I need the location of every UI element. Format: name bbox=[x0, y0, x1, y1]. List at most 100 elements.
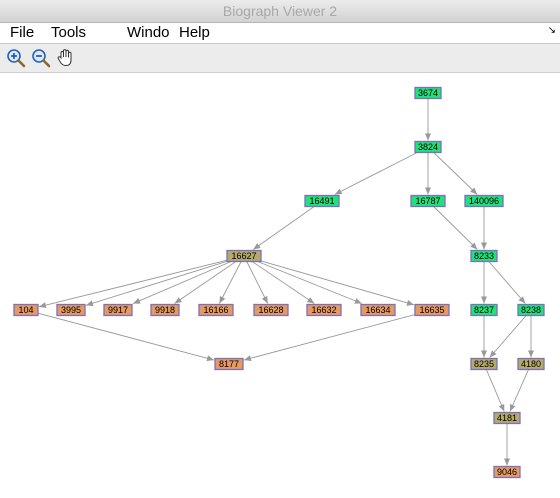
node-8233[interactable]: 8233 bbox=[470, 249, 498, 263]
edge-8235-4181 bbox=[485, 369, 505, 412]
node-16166[interactable]: 16166 bbox=[198, 303, 234, 317]
node-label: 16491 bbox=[309, 196, 334, 206]
node-label: 9917 bbox=[108, 305, 128, 315]
edge-16627-3995 bbox=[85, 260, 228, 307]
edge-8238-8235 bbox=[489, 315, 527, 358]
edge-16627-16632 bbox=[251, 261, 315, 304]
node-label: 16632 bbox=[311, 305, 336, 315]
node-box bbox=[103, 303, 133, 317]
menu-bar: File Tools Windo Help ↘ bbox=[0, 23, 560, 44]
node-label: 16166 bbox=[203, 305, 228, 315]
edge-16627-104 bbox=[38, 259, 228, 309]
node-8235[interactable]: 8235 bbox=[470, 357, 498, 371]
node-box bbox=[56, 303, 86, 317]
node-4180[interactable]: 4180 bbox=[517, 357, 545, 371]
menu-window[interactable]: Windo bbox=[127, 24, 170, 41]
edge-8233-8238 bbox=[488, 261, 526, 304]
node-label: 3824 bbox=[418, 142, 438, 152]
node-3995[interactable]: 3995 bbox=[56, 303, 86, 317]
node-label: 8237 bbox=[474, 305, 494, 315]
node-label: 8238 bbox=[521, 305, 541, 315]
node-label: 9046 bbox=[497, 467, 517, 477]
node-label: 3995 bbox=[61, 305, 81, 315]
node-16627[interactable]: 16627 bbox=[226, 249, 262, 263]
node-box bbox=[470, 249, 498, 263]
node-box bbox=[517, 303, 545, 317]
node-9917[interactable]: 9917 bbox=[103, 303, 133, 317]
node-140096[interactable]: 140096 bbox=[464, 194, 504, 208]
window-title: Biograph Viewer 2 bbox=[222, 3, 338, 19]
node-box bbox=[410, 194, 446, 208]
node-box bbox=[13, 303, 39, 317]
node-3824[interactable]: 3824 bbox=[414, 140, 442, 154]
node-box bbox=[150, 303, 180, 317]
node-4181[interactable]: 4181 bbox=[493, 411, 521, 425]
node-layer: 3674 3824 16491 16787 140096 16627 8233 104 3995… bbox=[13, 86, 545, 479]
node-box bbox=[306, 303, 342, 317]
node-3674[interactable]: 3674 bbox=[414, 86, 442, 100]
node-box bbox=[304, 194, 340, 208]
node-label: 4180 bbox=[521, 359, 541, 369]
node-box bbox=[214, 357, 244, 371]
node-box bbox=[253, 303, 289, 317]
node-box bbox=[493, 465, 521, 479]
node-label: 16628 bbox=[258, 305, 283, 315]
node-box bbox=[226, 249, 262, 263]
node-16635[interactable]: 16635 bbox=[414, 303, 450, 317]
node-box bbox=[470, 357, 498, 371]
hand-icon bbox=[57, 49, 72, 67]
node-label: 8177 bbox=[219, 359, 239, 369]
node-label: 8233 bbox=[474, 251, 494, 261]
node-16634[interactable]: 16634 bbox=[360, 303, 396, 317]
node-8237[interactable]: 8237 bbox=[470, 303, 498, 317]
node-box bbox=[198, 303, 234, 317]
pan-button[interactable] bbox=[55, 47, 77, 69]
edge-16635-8177 bbox=[243, 314, 416, 362]
node-label: 16627 bbox=[231, 251, 256, 261]
node-box bbox=[470, 303, 498, 317]
edge-16627-9917 bbox=[132, 261, 232, 304]
node-9046[interactable]: 9046 bbox=[493, 465, 521, 479]
node-label: 16635 bbox=[419, 305, 444, 315]
edge-3824-16491 bbox=[334, 152, 418, 195]
edge-16491-16627 bbox=[252, 206, 315, 250]
node-box bbox=[360, 303, 396, 317]
node-box bbox=[464, 194, 504, 208]
zoom-out-button[interactable] bbox=[30, 47, 52, 69]
node-label: 104 bbox=[18, 305, 33, 315]
node-8238[interactable]: 8238 bbox=[517, 303, 545, 317]
edge-16627-9918 bbox=[174, 261, 237, 304]
node-16787[interactable]: 16787 bbox=[410, 194, 446, 208]
zoom-in-button[interactable] bbox=[5, 47, 27, 69]
menu-tools[interactable]: Tools bbox=[51, 24, 87, 41]
menu-file[interactable]: File bbox=[10, 24, 35, 41]
node-box bbox=[493, 411, 521, 425]
zoom-out-icon bbox=[32, 49, 51, 68]
node-label: 16634 bbox=[365, 305, 390, 315]
node-16628[interactable]: 16628 bbox=[253, 303, 289, 317]
biograph-graph[interactable]: 3674 3824 16491 16787 140096 16627 8233 104 3995… bbox=[0, 73, 560, 493]
node-label: 4181 bbox=[497, 413, 517, 423]
edge-16627-16634 bbox=[257, 261, 363, 304]
node-label: 3674 bbox=[418, 88, 438, 98]
edge-16627-16635 bbox=[260, 260, 415, 306]
node-box bbox=[414, 140, 442, 154]
graph-canvas[interactable]: 3674 3824 16491 16787 140096 16627 8233 104 3995… bbox=[0, 73, 560, 493]
zoom-in-icon bbox=[7, 49, 26, 68]
node-label: 8235 bbox=[474, 359, 494, 369]
edge-16787-8233 bbox=[433, 206, 478, 250]
node-8177[interactable]: 8177 bbox=[214, 357, 244, 371]
edge-16627-16166 bbox=[218, 261, 242, 304]
resize-corner-icon[interactable]: ↘ bbox=[547, 25, 556, 36]
node-box bbox=[414, 303, 450, 317]
node-box bbox=[517, 357, 545, 371]
window-title-bar[interactable]: Biograph Viewer 2 bbox=[0, 0, 560, 23]
node-16491[interactable]: 16491 bbox=[304, 194, 340, 208]
menu-help[interactable]: Help bbox=[179, 24, 210, 41]
node-label: 16787 bbox=[415, 196, 440, 206]
node-9918[interactable]: 9918 bbox=[150, 303, 180, 317]
toolbar bbox=[0, 44, 560, 73]
node-104[interactable]: 104 bbox=[13, 303, 39, 317]
node-16632[interactable]: 16632 bbox=[306, 303, 342, 317]
edge-3824-140096 bbox=[433, 152, 478, 195]
